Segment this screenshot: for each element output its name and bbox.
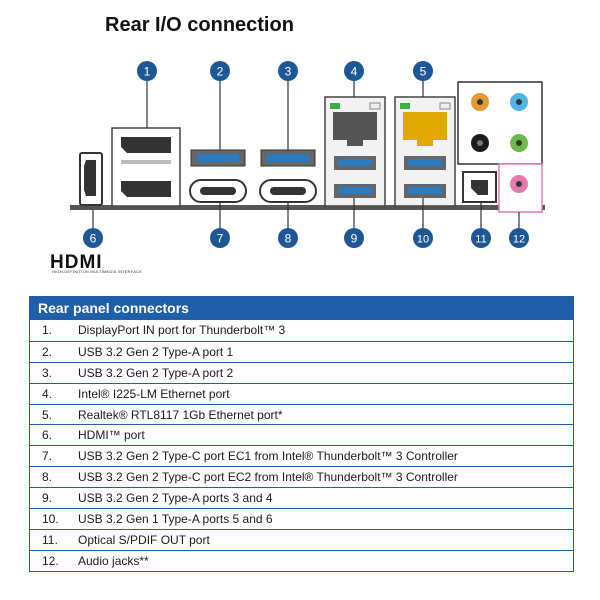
table-row: 3. USB 3.2 Gen 2 Type-A port 2	[30, 361, 573, 383]
callout-10: 10	[413, 228, 433, 248]
leader-lines	[92, 78, 520, 230]
callout-3-label: 3	[285, 65, 292, 79]
row-number: 3.	[42, 365, 53, 380]
callout-11: 11	[471, 228, 491, 248]
callout-2-label: 2	[217, 65, 224, 79]
table-row: 11. Optical S/PDIF OUT port	[30, 528, 573, 550]
hdmi-logo-tagline: HIGH-DEFINITION MULTIMEDIA INTERFACE	[52, 269, 143, 274]
callout-5: 5	[413, 61, 433, 81]
row-description: USB 3.2 Gen 2 Type-C port EC2 from Intel…	[78, 470, 458, 485]
row-description: USB 3.2 Gen 1 Type-A ports 5 and 6	[78, 511, 273, 526]
ethernet-usb-stack-5-10	[394, 96, 456, 207]
callout-6: 6	[83, 228, 103, 248]
callout-8: 8	[278, 228, 298, 248]
row-number: 1.	[42, 323, 53, 338]
callout-1-label: 1	[144, 65, 151, 79]
hdmi-logo-text: HDMI	[50, 252, 103, 273]
row-description: Intel® I225-LM Ethernet port	[78, 386, 230, 401]
callout-10-label: 10	[417, 234, 429, 246]
row-number: 5.	[42, 407, 53, 422]
callout-9: 9	[344, 228, 364, 248]
page-title: Rear I/O connection	[105, 14, 294, 36]
rear-io-diagram: 1 2 3 4 5 6 7 8 9 10 11 12 HDMI	[50, 61, 545, 273]
row-description: DisplayPort IN port for Thunderbolt™ 3	[78, 323, 286, 338]
table-body: 1. DisplayPort IN port for Thunderbolt™ 3…	[29, 320, 574, 572]
callout-12-label: 12	[513, 234, 525, 246]
table-row: 1. DisplayPort IN port for Thunderbolt™ 3	[30, 320, 573, 341]
table-row: 12. Audio jacks**	[30, 549, 573, 571]
optical-spdif-port	[462, 171, 497, 203]
row-number: 10.	[42, 511, 59, 526]
table-row: 9. USB 3.2 Gen 2 Type-A ports 3 and 4	[30, 487, 573, 508]
callout-2: 2	[210, 61, 230, 81]
callout-4: 4	[344, 61, 364, 81]
row-description: USB 3.2 Gen 2 Type-C port EC1 from Intel…	[78, 449, 458, 464]
callout-11-label: 11	[475, 234, 486, 246]
callout-6-label: 6	[90, 232, 97, 246]
table-row: 7. USB 3.2 Gen 2 Type-C port EC1 from Int…	[30, 445, 573, 466]
row-number: 11.	[42, 532, 58, 547]
callout-4-label: 4	[351, 65, 358, 79]
row-description: USB 3.2 Gen 2 Type-A ports 3 and 4	[78, 491, 273, 506]
callout-7: 7	[210, 228, 230, 248]
row-number: 12.	[42, 553, 59, 568]
callout-5-label: 5	[420, 65, 427, 79]
usb-stack-2-7	[189, 149, 247, 203]
usb-stack-3-8	[259, 149, 317, 203]
table-row: 5. Realtek® RTL8117 1Gb Ethernet port*	[30, 403, 573, 425]
table-row: 4. Intel® I225-LM Ethernet port	[30, 382, 573, 404]
row-number: 2.	[42, 344, 53, 359]
row-description: Optical S/PDIF OUT port	[78, 532, 210, 547]
callout-9-label: 9	[351, 232, 358, 246]
table-row: 2. USB 3.2 Gen 2 Type-A port 1	[30, 340, 573, 362]
row-number: 6.	[42, 428, 53, 443]
row-description: HDMI™ port	[78, 428, 145, 443]
callout-1: 1	[137, 61, 157, 81]
callout-3: 3	[278, 61, 298, 81]
displayport-stack	[111, 127, 181, 207]
ethernet-usb-stack-4-9	[324, 96, 386, 207]
audio-jacks	[457, 81, 543, 213]
row-description: Audio jacks**	[78, 553, 149, 568]
row-number: 4.	[42, 386, 53, 401]
row-description: USB 3.2 Gen 2 Type-A port 1	[78, 344, 234, 359]
callout-7-label: 7	[217, 232, 224, 246]
row-description: USB 3.2 Gen 2 Type-A port 2	[78, 365, 234, 380]
table-row: 10. USB 3.2 Gen 1 Type-A ports 5 and 6	[30, 508, 573, 529]
row-number: 9.	[42, 491, 53, 506]
hdmi-port	[79, 152, 103, 206]
table-header: Rear panel connectors	[29, 296, 574, 320]
row-description: Realtek® RTL8117 1Gb Ethernet port*	[78, 407, 283, 422]
row-number: 7.	[42, 449, 53, 464]
io-baseline	[70, 205, 545, 210]
table-row: 8. USB 3.2 Gen 2 Type-C port EC2 from Int…	[30, 466, 573, 487]
rear-panel-connectors-table: Rear panel connectors 1. DisplayPort IN p…	[29, 296, 574, 572]
row-number: 8.	[42, 470, 53, 485]
table-row: 6. HDMI™ port	[30, 424, 573, 445]
callout-12: 12	[509, 228, 529, 248]
callout-8-label: 8	[285, 232, 292, 246]
